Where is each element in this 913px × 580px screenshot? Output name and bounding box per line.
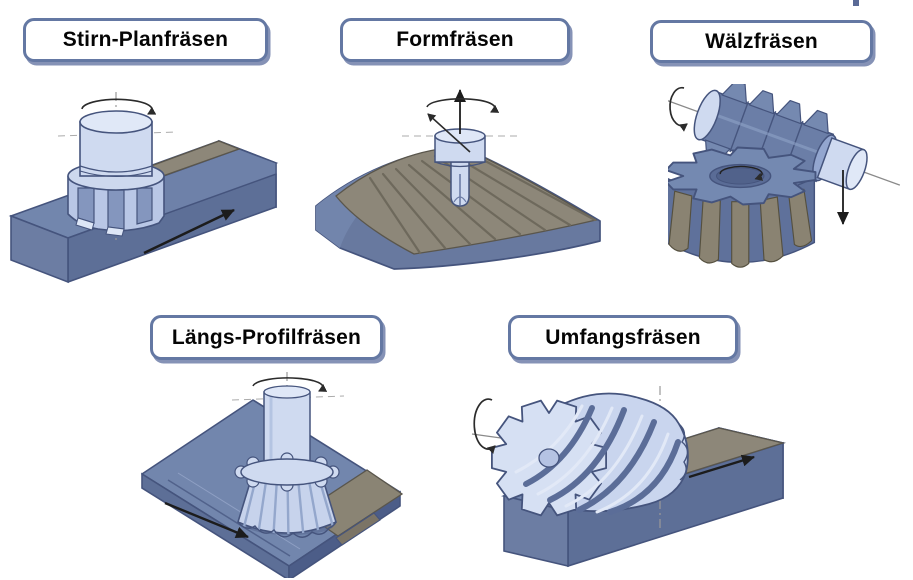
rotation-c-arrow-icon [669, 86, 688, 132]
feed-arrow-icon [143, 208, 235, 255]
peripheral-milling-illustration [471, 386, 786, 568]
gear-workpiece [668, 146, 817, 268]
label-text: Längs-Profilfräsen [171, 325, 362, 349]
form-milling-illustration [315, 89, 601, 270]
axis-cross-line-icon [57, 131, 177, 137]
gear-hobbing-illustration [668, 84, 901, 268]
helical-slab-mill [491, 392, 689, 517]
label-formfraesen: Formfräsen [340, 18, 570, 62]
profile-cutter [234, 385, 340, 538]
rim-edge [167, 479, 291, 557]
label-stirn-planfraesen: Stirn-Planfräsen [23, 18, 268, 62]
face-mill-cutter [67, 110, 165, 237]
gear-rotation-arrow-icon [719, 165, 764, 181]
helical-grooves [523, 405, 681, 515]
rotation-arrow-icon [81, 98, 157, 115]
figure-laengs-profilfraesen [140, 370, 460, 578]
rotation-arrow-icon [252, 377, 328, 392]
figure-stirn-planfraesen [4, 84, 292, 294]
slot-exit-notch [335, 512, 381, 546]
axis-cross-line-icon [231, 395, 345, 401]
tilt-arrow-icon [427, 113, 471, 153]
label-text: Wälzfräsen [705, 29, 818, 53]
rotation-c-arrow-icon [473, 398, 496, 455]
label-text: Umfangsfräsen [545, 325, 701, 349]
profile-milling-illustration [141, 372, 404, 578]
gear-tooth-flanks [668, 188, 813, 268]
label-umfangsfraesen: Umfangsfräsen [508, 315, 738, 360]
face-milling-illustration [8, 92, 279, 284]
label-text: Formfräsen [396, 28, 514, 51]
cutter-hub [538, 448, 560, 468]
cropped-text-fragment [853, 0, 859, 6]
label-text: Stirn-Planfräsen [62, 28, 229, 51]
figure-formfraesen [310, 78, 608, 288]
rotation-arrow-icon [426, 98, 500, 113]
feed-arrow-icon [164, 501, 249, 539]
figure-waelzfraesen [668, 84, 912, 292]
figure-umfangsfraesen [464, 384, 786, 580]
label-waelzfraesen: Wälzfräsen [650, 20, 873, 63]
feed-arrow-icon [688, 454, 755, 479]
label-laengs-profilfraesen: Längs-Profilfräsen [150, 315, 383, 360]
